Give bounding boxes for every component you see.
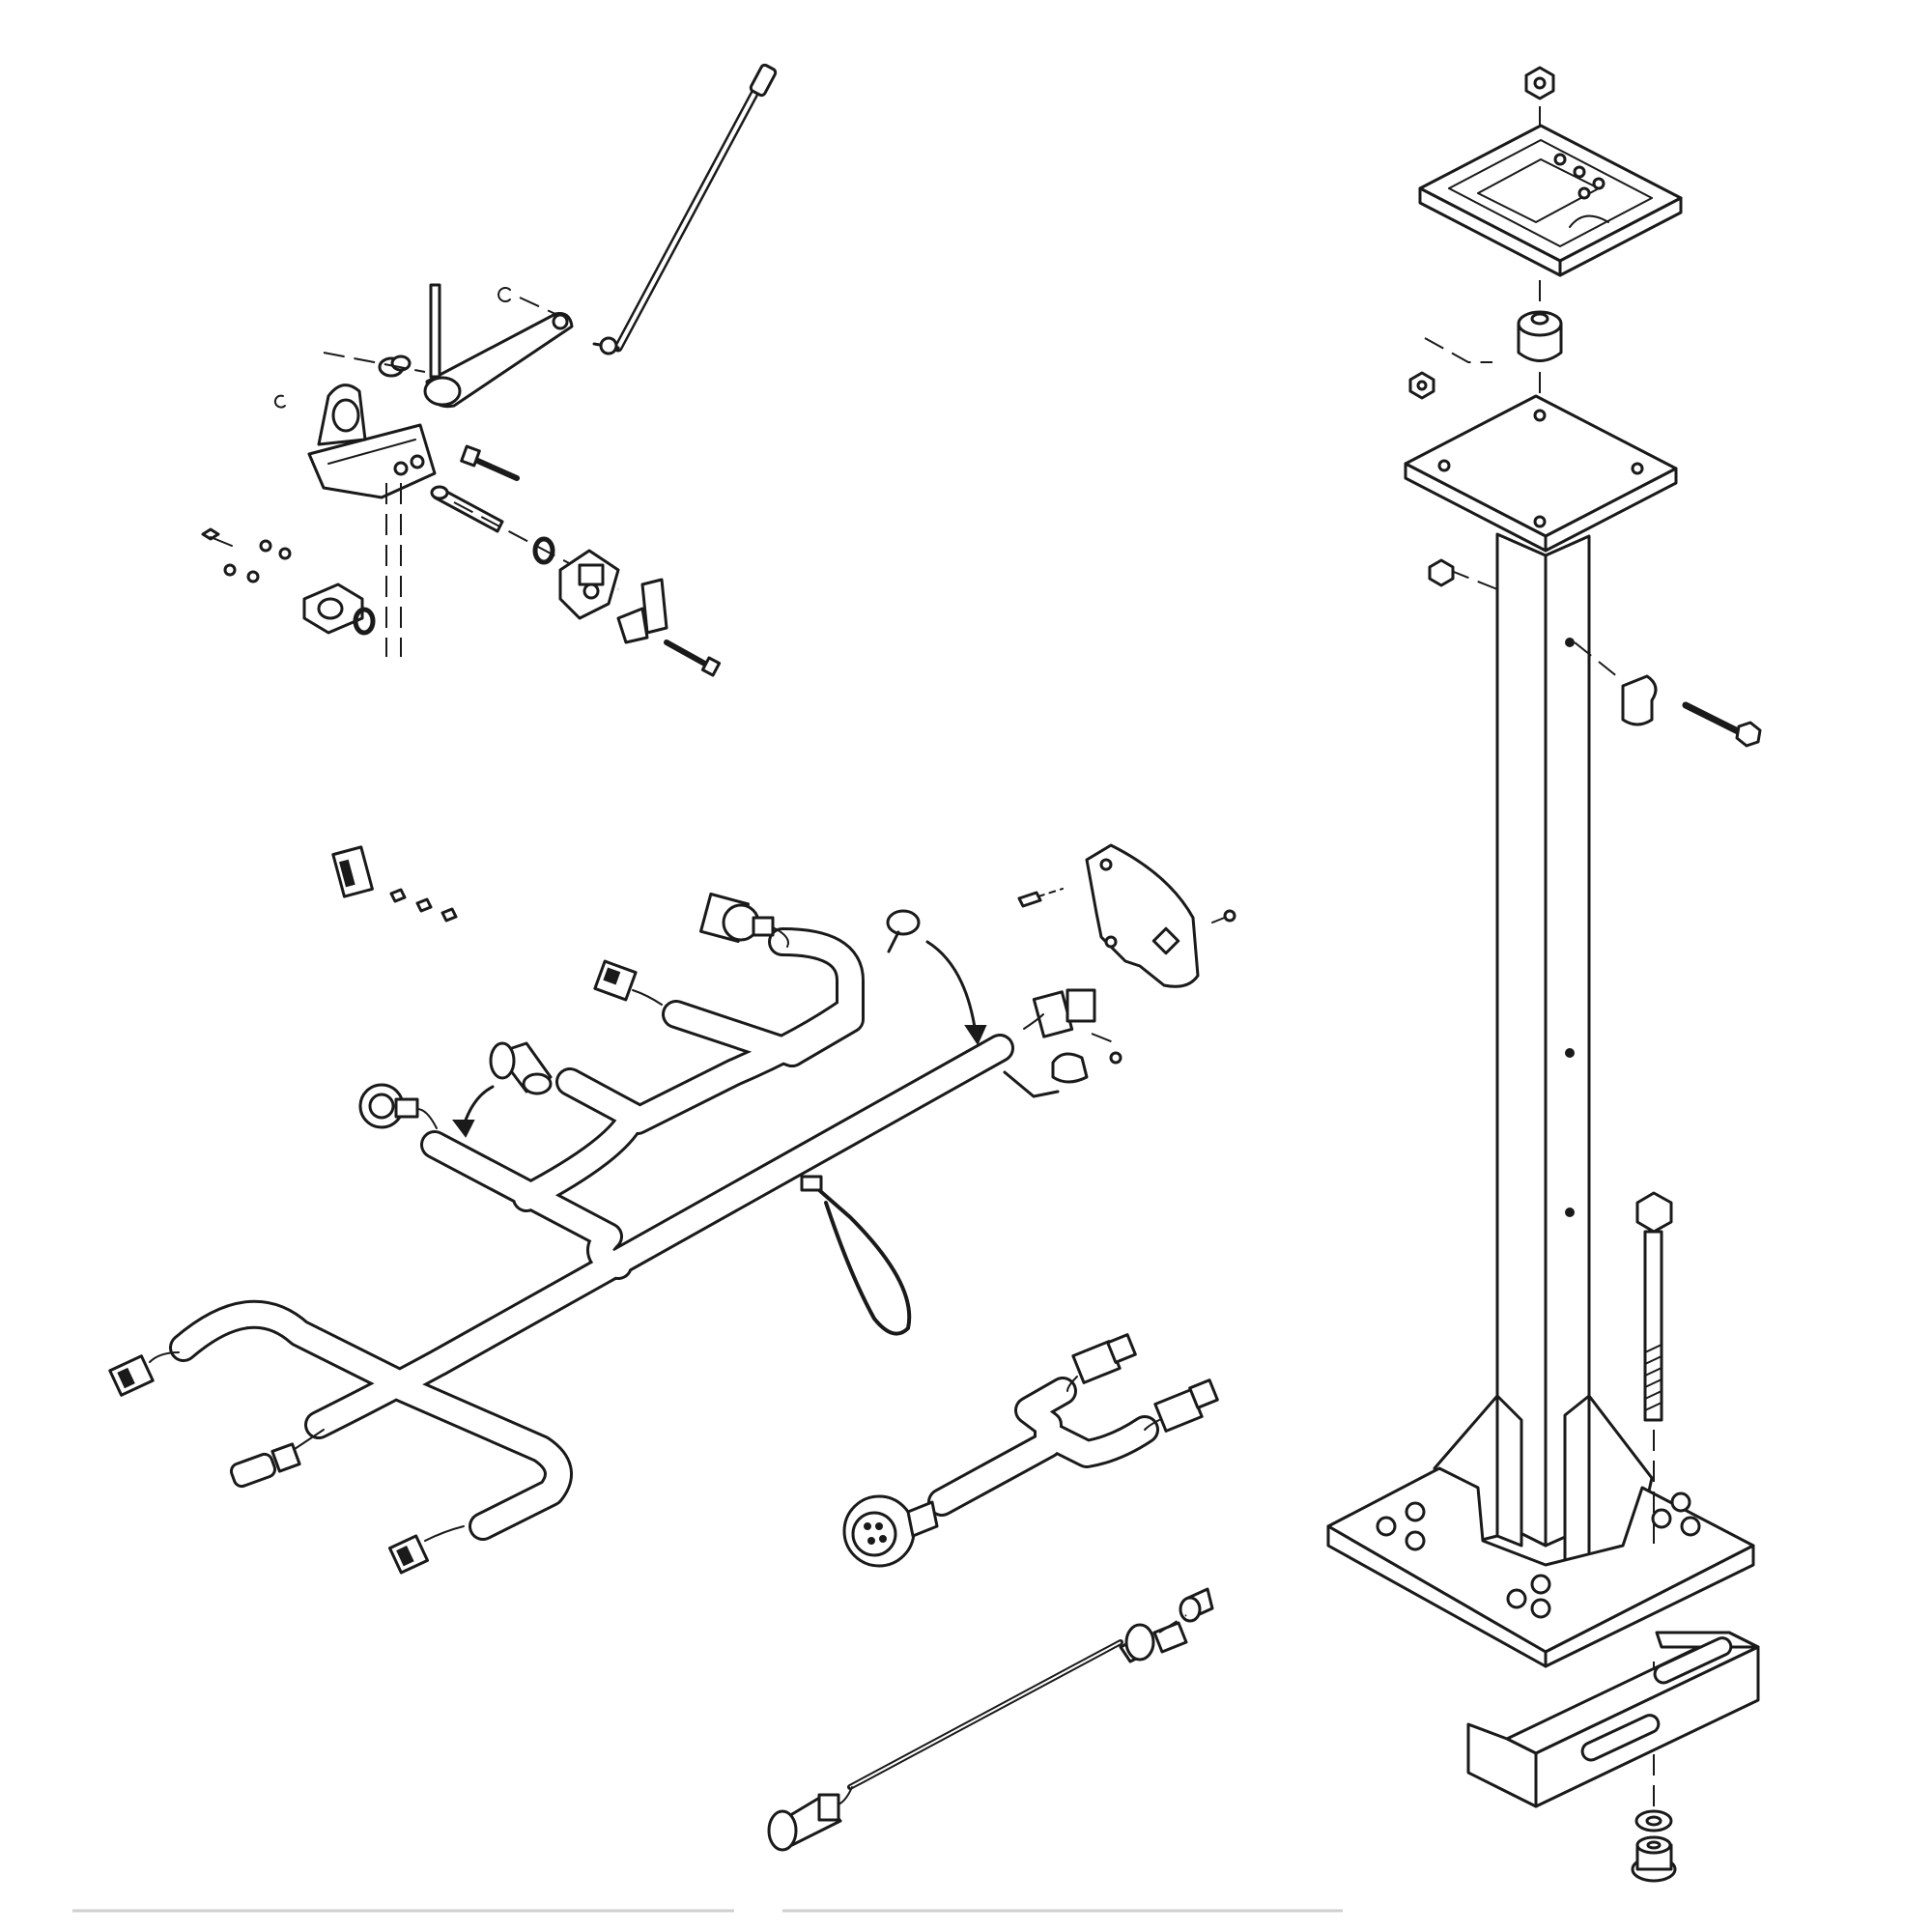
hex-bolt-linkage	[460, 444, 520, 481]
support-column	[1428, 532, 1591, 1548]
column-clamp	[1574, 641, 1658, 726]
linkage-assembly	[201, 63, 778, 677]
flange-bearing	[302, 582, 376, 636]
clevis-plate	[616, 578, 668, 644]
connector-cap-knob	[886, 909, 987, 1046]
side-bolt	[1682, 701, 1762, 748]
cable-tie	[800, 1175, 912, 1336]
connector-plug-top-center	[593, 959, 663, 1006]
adapter-plug-lower	[1144, 1378, 1219, 1433]
mount-bracket	[273, 352, 437, 657]
flanged-receptacle	[699, 893, 789, 948]
snap-ring	[532, 536, 555, 565]
channel-bracket	[1466, 1631, 1760, 1808]
cable-plug-cap	[1158, 1587, 1214, 1634]
connector-plug-left-mid	[229, 1429, 325, 1489]
split-grommet	[1003, 1033, 1122, 1098]
circular-connector-harness	[358, 1083, 438, 1129]
bulkhead-connector	[1023, 988, 1096, 1038]
lever-arm	[423, 283, 574, 409]
base-plate	[1326, 1466, 1755, 1668]
bracket-plate	[1017, 843, 1236, 988]
bottom-flange-nut	[1631, 1835, 1677, 1883]
control-rod	[592, 63, 778, 355]
cable-end-plug	[767, 1786, 853, 1852]
adapter-plug-upper	[1066, 1333, 1137, 1392]
flat-washer	[1634, 1809, 1673, 1833]
pivot-pin	[430, 485, 619, 590]
side-hex-nut	[1408, 337, 1492, 400]
ball-socket	[558, 549, 620, 620]
dust-cap	[489, 1041, 553, 1095]
connector-plug-left-top	[108, 1351, 180, 1397]
arrow-cap-install	[452, 1085, 495, 1138]
adapter-harness	[842, 1333, 1219, 1568]
terminal-plug-loose	[331, 845, 458, 923]
mounting-pedestal	[1326, 66, 1762, 1883]
mounting-frame	[1418, 124, 1683, 277]
extension-cable	[767, 1587, 1214, 1852]
wire-harness	[108, 843, 1236, 1575]
screw-set-left	[201, 527, 292, 583]
long-bolt	[664, 639, 722, 677]
adapter-round-plug	[842, 1494, 939, 1568]
e-clip-top	[497, 287, 556, 315]
connector-plug-left-bottom	[387, 1525, 465, 1575]
top-plate	[1404, 394, 1678, 553]
anchor-bolt	[1635, 1191, 1673, 1806]
cable-inline-connector	[1119, 1621, 1188, 1663]
rubber-isolator	[1517, 310, 1563, 411]
